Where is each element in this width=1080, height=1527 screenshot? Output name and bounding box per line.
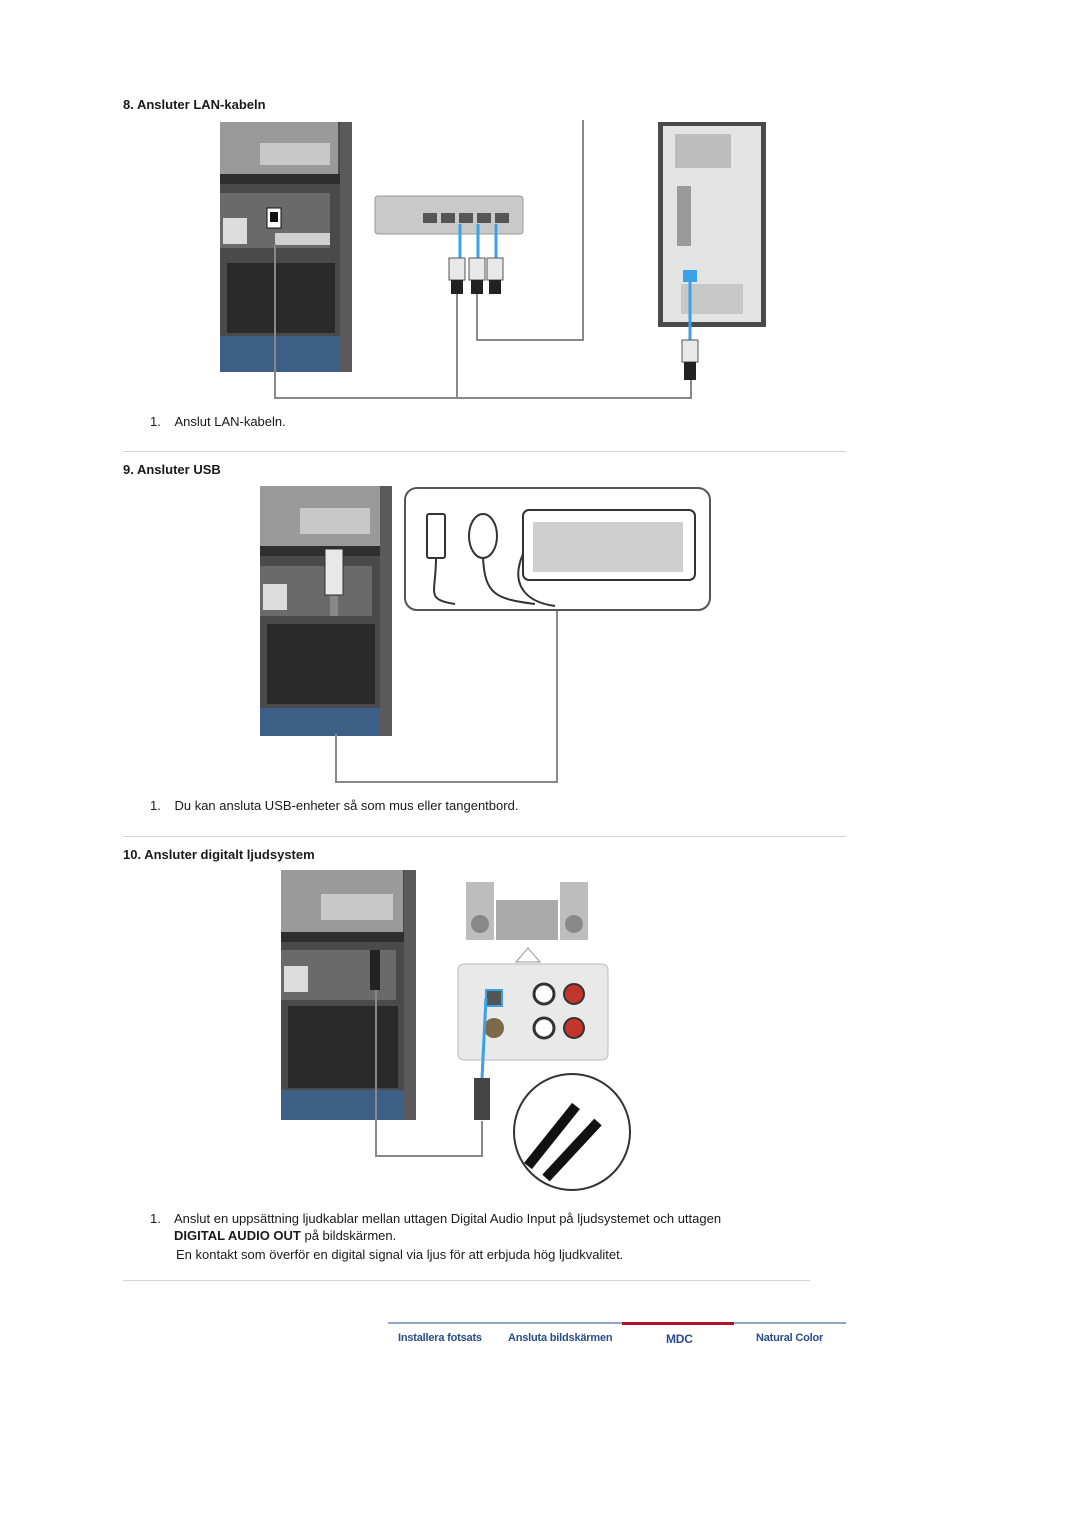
usb-devices-image [404,487,711,611]
step-text-bold: DIGITAL AUDIO OUT [174,1228,301,1243]
lan-plugs-image [448,257,504,294]
footer-nav-active-indicator [622,1322,734,1325]
optical-cable-closeup-image [513,1073,631,1191]
tab-mdc[interactable]: MDC [666,1332,693,1346]
step-item: 1. Anslut LAN-kabeln. [150,414,286,429]
audio-output-panel-image [457,963,609,1061]
section-divider [123,836,846,837]
section-heading-usb: 9. Ansluter USB [123,462,221,477]
step-text: Du kan ansluta USB-enheter så som mus el… [174,798,519,813]
tab-ansluta-bildskarmen[interactable]: Ansluta bildskärmen [508,1332,613,1344]
section-divider [123,1280,810,1281]
step-item: 1. Du kan ansluta USB-enheter så som mus… [150,798,518,813]
computer-tower-image [658,122,766,327]
section-heading-audio: 10. Ansluter digitalt ljudsystem [123,847,315,862]
footer-nav: Installera fotsats Ansluta bildskärmen M… [388,1322,846,1348]
step-number: 1. [150,1211,161,1226]
audio-connection-diagram [281,870,631,1191]
step-text-tail: på bildskärmen. [300,1228,397,1243]
section-divider [123,451,846,452]
tab-natural-color[interactable]: Natural Color [756,1332,824,1344]
monitor-rear-panel-image [220,122,352,372]
step-text: Anslut LAN-kabeln. [174,414,286,429]
step-number: 1. [150,798,161,813]
usb-connection-diagram [260,486,711,783]
network-switch-image [374,195,524,235]
lan-connection-diagram [220,120,766,399]
section-heading-lan: 8. Ansluter LAN-kabeln [123,97,266,112]
monitor-rear-panel-image [281,870,416,1120]
step-item: 1. Anslut en uppsättning ljudkablar mell… [150,1210,830,1263]
tab-installera-fotsats[interactable]: Installera fotsats [398,1332,482,1344]
step-note: En kontakt som överför en digital signal… [176,1247,624,1262]
monitor-rear-panel-image [260,486,392,736]
footer-nav-line [388,1322,846,1324]
step-text: Anslut en uppsättning ljudkablar mellan … [174,1211,722,1226]
step-number: 1. [150,414,161,429]
audio-system-image [466,882,588,940]
